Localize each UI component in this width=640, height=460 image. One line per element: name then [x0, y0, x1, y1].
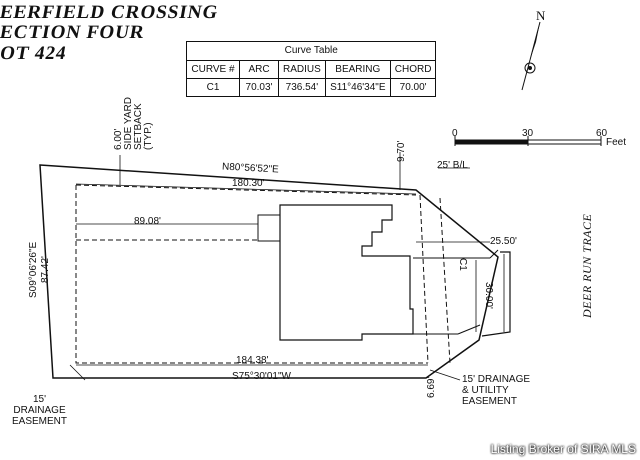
bottom-setback-dimension: 184.38': [236, 355, 269, 366]
south-boundary-bearing: S75°30'01"W: [232, 371, 291, 382]
dim-25-50: 25.50': [490, 236, 517, 247]
house-porch: [257, 214, 281, 242]
curve-c1-label: C1: [457, 258, 468, 271]
dim-9-70: 9.70': [396, 140, 407, 162]
cell: C1: [186, 78, 240, 97]
scale-bar: [454, 136, 602, 146]
dimension-lines: [69, 152, 490, 381]
cell: S11°46'34"E: [324, 78, 391, 97]
curve-table-caption: Curve Table: [186, 41, 437, 60]
building-line-label: 25' B/L: [437, 160, 468, 171]
drainage-easement-label: 15' DRAINAGE EASEMENT: [12, 394, 68, 427]
table-row: C1 70.03' 736.54' S11°46'34"E 70.00': [186, 78, 437, 97]
curve-table-header-row: CURVE # ARC RADIUS BEARING CHORD: [186, 60, 437, 79]
scale-tick-60: 60: [596, 128, 608, 139]
west-boundary-length: 87.42': [40, 256, 51, 283]
scale-tick-0: 0: [452, 128, 458, 139]
curve-table: Curve Table CURVE # ARC RADIUS BEARING C…: [186, 41, 437, 97]
street-curb: [481, 251, 511, 337]
cell: 70.03': [239, 78, 279, 97]
west-boundary-bearing: S09°06'26"E: [28, 241, 39, 298]
cell: 70.00': [389, 78, 437, 97]
dim-6-69: 6.69': [426, 376, 437, 398]
lot-boundary: [39, 164, 499, 379]
drainage-utility-easement-label: 15' DRAINAGE & UTILITY EASEMENT: [462, 374, 531, 407]
house-footprint: [279, 204, 414, 341]
top-setback-dimension: 180.30': [232, 178, 265, 189]
north-arrow-icon: [521, 21, 541, 91]
listing-broker-credit: Listing Broker of SIRA MLS: [490, 442, 636, 456]
side-yard-label: 6.00' SIDE YARD SETBACK (TYP.): [113, 97, 154, 150]
dim-30: 30.00': [483, 282, 494, 309]
north-label: N: [536, 8, 546, 23]
scale-tick-30: 30: [522, 128, 534, 139]
setback-lines: [75, 184, 451, 364]
front-offset-dimension: 89.08': [134, 216, 161, 227]
street-name: DEER RUN TRACE: [580, 213, 594, 318]
scale-unit: Feet: [606, 137, 627, 148]
